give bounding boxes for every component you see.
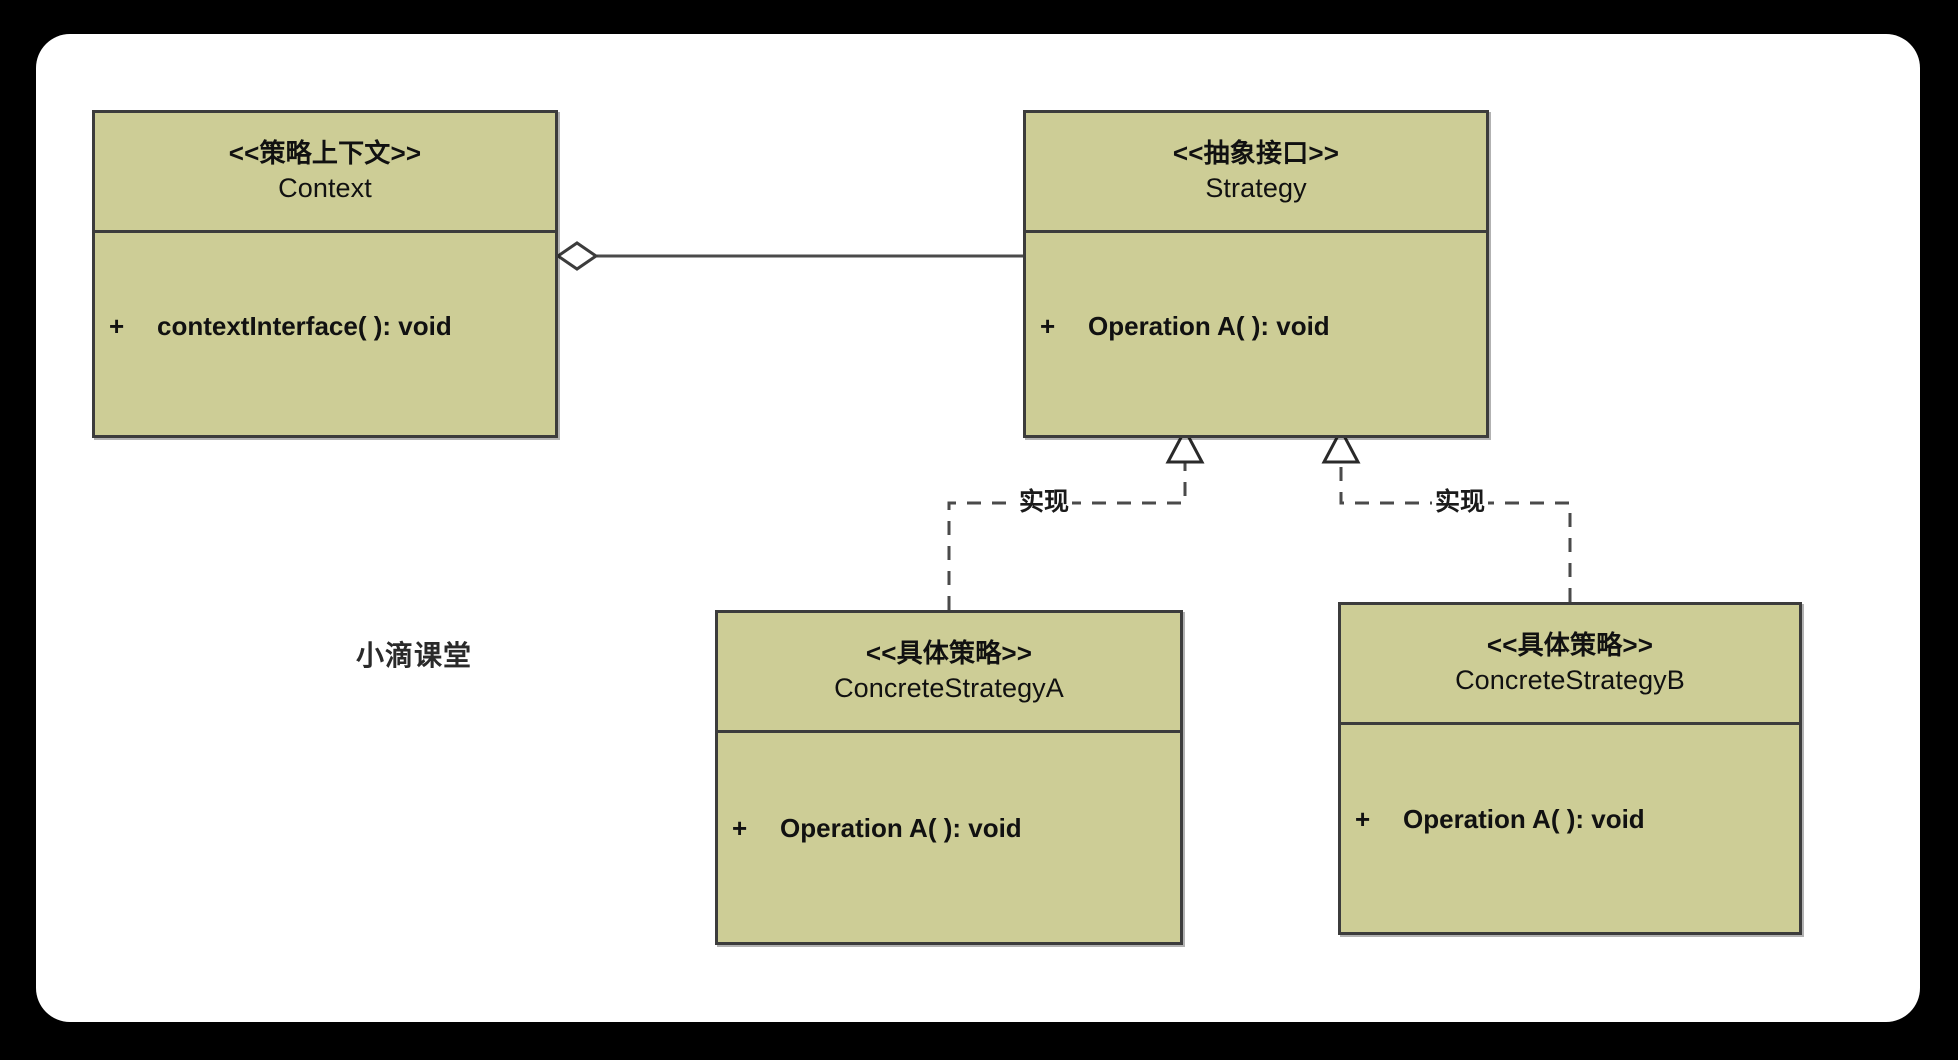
- relation-label-b-implements: 实现: [1432, 490, 1489, 515]
- concrete-strategy-b-member-0: + Operation A( ): void: [1355, 804, 1645, 835]
- concrete-strategy-a-member-0-visibility: +: [732, 813, 748, 843]
- uml-class-strategy[interactable]: <<抽象接口>> Strategy + Operation A( ): void: [1023, 110, 1489, 438]
- uml-class-context[interactable]: <<策略上下文>> Context + contextInterface( ):…: [92, 110, 558, 438]
- context-stereotype: <<策略上下文>>: [228, 138, 422, 169]
- uml-class-concrete-strategy-b[interactable]: <<具体策略>> ConcreteStrategyB + Operation A…: [1338, 602, 1802, 935]
- watermark-text: 小滴课堂: [356, 640, 473, 671]
- strategy-stereotype: <<抽象接口>>: [1172, 138, 1340, 169]
- concrete-strategy-b-stereotype: <<具体策略>>: [1486, 630, 1654, 661]
- concrete-strategy-b-header: <<具体策略>> ConcreteStrategyB: [1341, 605, 1799, 725]
- strategy-member-0-signature: Operation A( ): void: [1088, 311, 1330, 341]
- uml-class-concrete-strategy-a[interactable]: <<具体策略>> ConcreteStrategyA + Operation A…: [715, 610, 1183, 945]
- concrete-strategy-a-member-0-signature: Operation A( ): void: [780, 813, 1022, 843]
- concrete-strategy-a-stereotype: <<具体策略>>: [865, 638, 1033, 669]
- context-member-0: + contextInterface( ): void: [109, 311, 452, 342]
- concrete-strategy-b-body: + Operation A( ): void: [1341, 725, 1799, 932]
- aggregation-connector-context-strategy: [555, 241, 1023, 271]
- concrete-strategy-b-member-0-visibility: +: [1355, 804, 1371, 834]
- strategy-classname: Strategy: [1205, 172, 1307, 203]
- context-body: + contextInterface( ): void: [95, 233, 555, 435]
- concrete-strategy-a-body: + Operation A( ): void: [718, 733, 1180, 942]
- context-member-0-visibility: +: [109, 311, 125, 341]
- concrete-strategy-a-classname: ConcreteStrategyA: [834, 672, 1064, 703]
- realization-connector-a: [947, 426, 1205, 610]
- context-header: <<策略上下文>> Context: [95, 113, 555, 233]
- realization-connector-b: [1321, 426, 1572, 602]
- concrete-strategy-a-member-0: + Operation A( ): void: [732, 813, 1022, 844]
- concrete-strategy-b-classname: ConcreteStrategyB: [1455, 664, 1685, 695]
- strategy-body: + Operation A( ): void: [1026, 233, 1486, 435]
- strategy-member-0-visibility: +: [1040, 311, 1056, 341]
- relation-label-a-implements: 实现: [1016, 490, 1073, 515]
- context-classname: Context: [278, 172, 372, 203]
- context-member-0-signature: contextInterface( ): void: [157, 311, 452, 341]
- concrete-strategy-b-member-0-signature: Operation A( ): void: [1403, 804, 1645, 834]
- concrete-strategy-a-header: <<具体策略>> ConcreteStrategyA: [718, 613, 1180, 733]
- hollow-diamond-icon: [555, 241, 599, 271]
- strategy-header: <<抽象接口>> Strategy: [1026, 113, 1486, 233]
- diagram-canvas: <<策略上下文>> Context + contextInterface( ):…: [36, 34, 1920, 1022]
- strategy-member-0: + Operation A( ): void: [1040, 311, 1330, 342]
